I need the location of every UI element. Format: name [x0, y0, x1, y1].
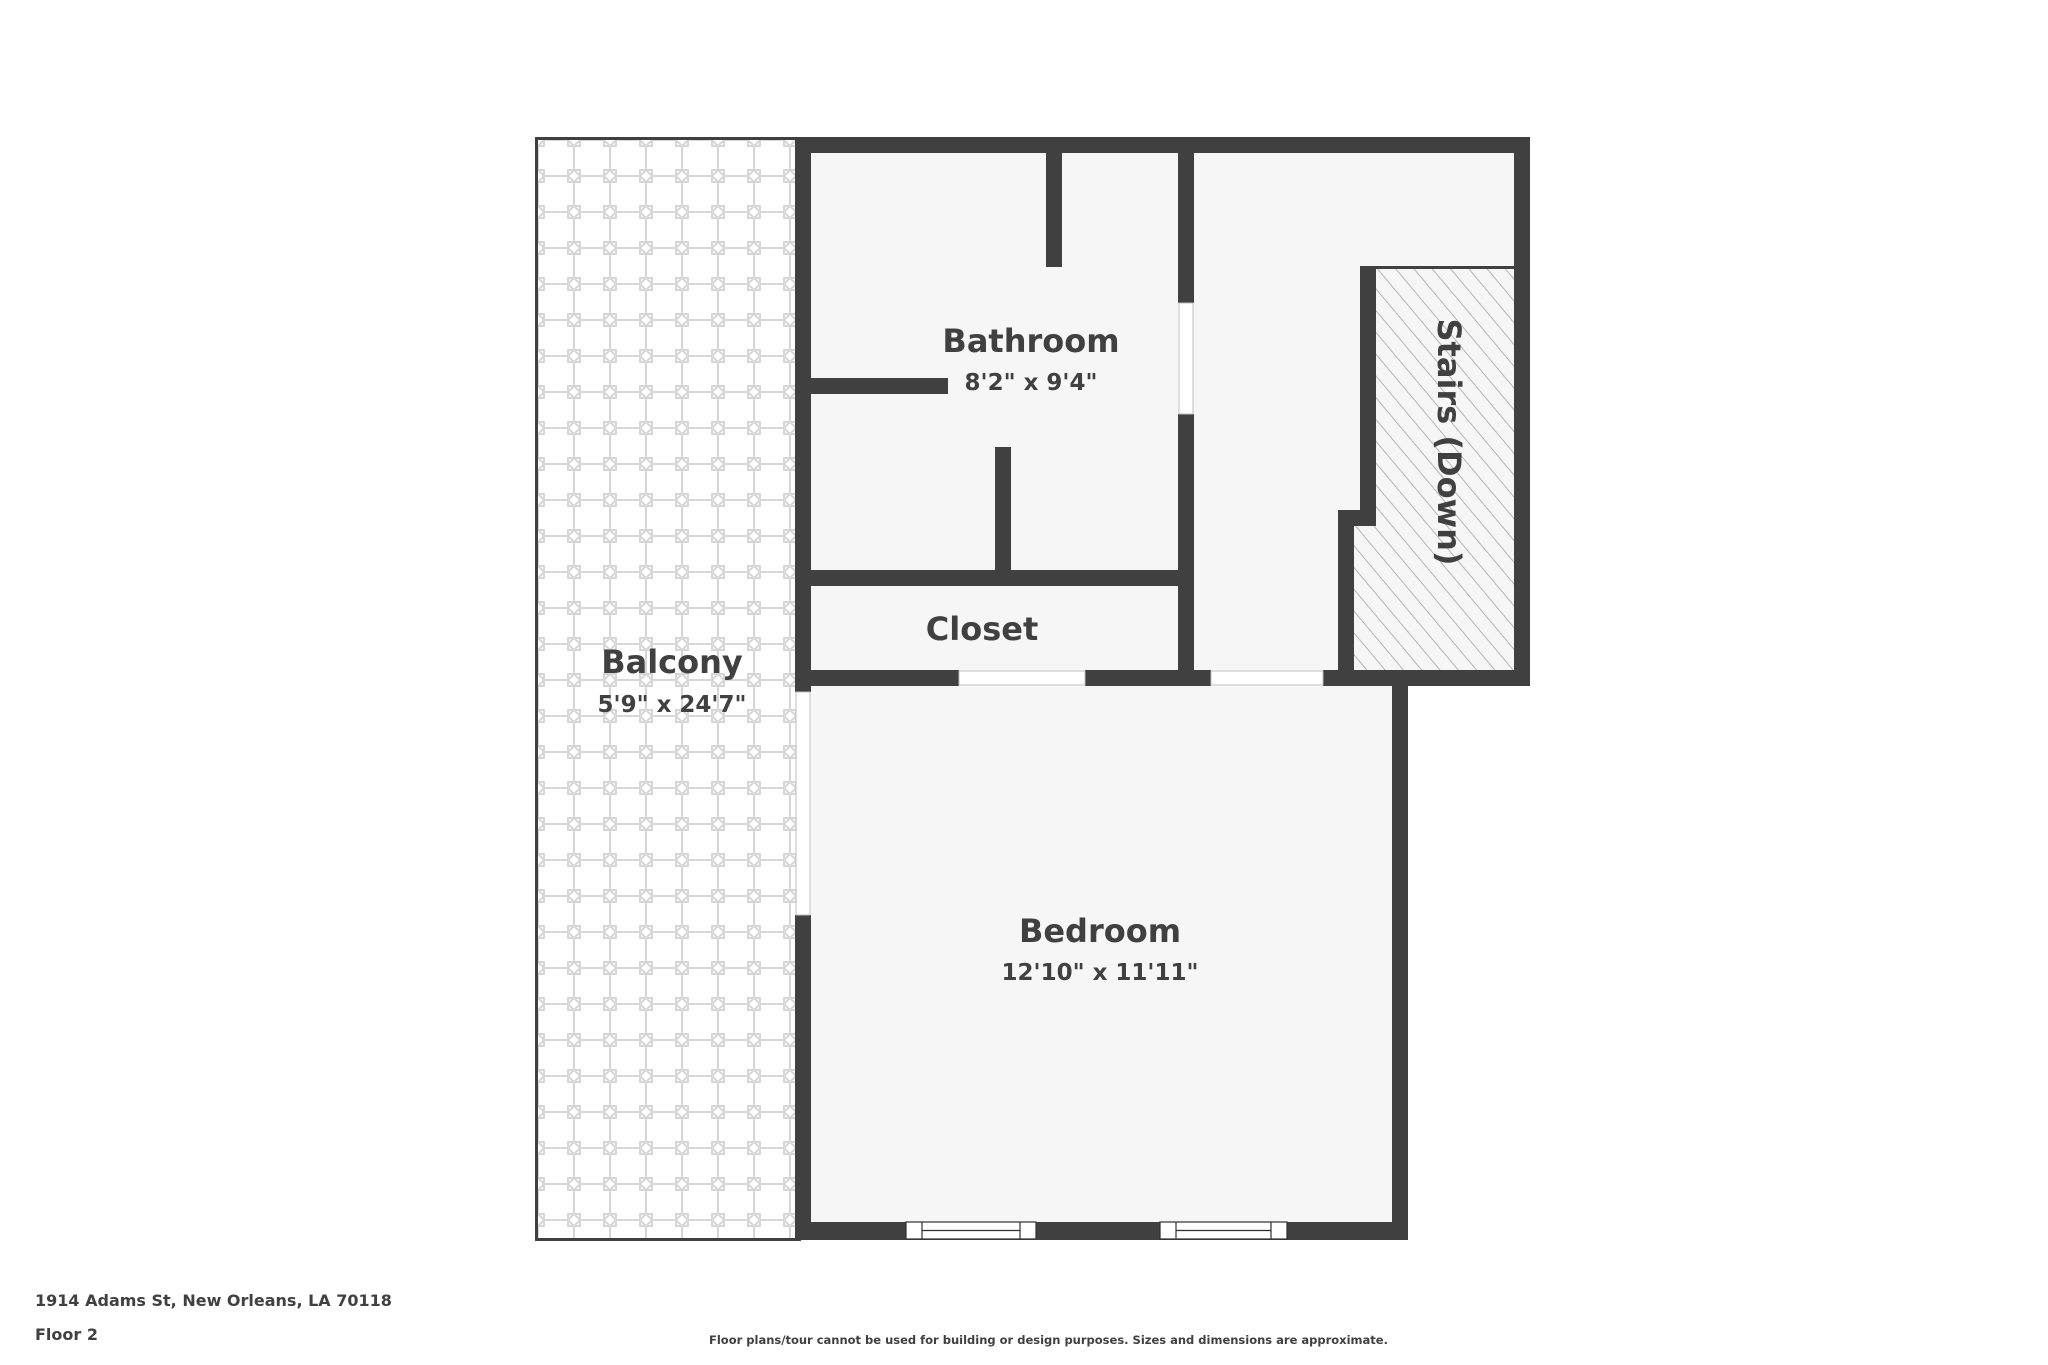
openings [795, 302, 1324, 1240]
balcony-room [535, 137, 801, 1241]
closet-label: Closet [926, 610, 1038, 648]
bathroom-hall-doorway [1178, 302, 1194, 415]
bedroom-floor [811, 686, 1392, 1222]
disclaimer-text: Floor plans/tour cannot be used for buil… [709, 1333, 1388, 1347]
closet-doorway [958, 670, 1086, 686]
room-labels: Balcony 5'9" x 24'7" Bathroom 8'2" x 9'4… [598, 318, 1468, 986]
window-1 [905, 1221, 1037, 1240]
stairs-label: Stairs (Down) [1430, 318, 1468, 565]
bathroom-dimensions: 8'2" x 9'4" [965, 370, 1098, 396]
hall-doorway [1210, 670, 1324, 686]
bedroom-dimensions: 12'10" x 11'11" [1002, 960, 1199, 986]
closet-floor [811, 586, 1178, 670]
property-address: 1914 Adams St, New Orleans, LA 70118 [35, 1291, 392, 1310]
balcony-doorway [795, 691, 811, 916]
bedroom-label: Bedroom [1019, 912, 1181, 950]
balcony-dimensions: 5'9" x 24'7" [598, 692, 747, 718]
bathroom-floor [811, 153, 1178, 570]
bathroom-label: Bathroom [942, 322, 1119, 360]
floor-label: Floor 2 [35, 1325, 98, 1344]
balcony-label: Balcony [601, 643, 743, 681]
stairs-floor [1354, 268, 1514, 670]
window-2 [1159, 1221, 1288, 1240]
interior-floors [811, 153, 1514, 1222]
